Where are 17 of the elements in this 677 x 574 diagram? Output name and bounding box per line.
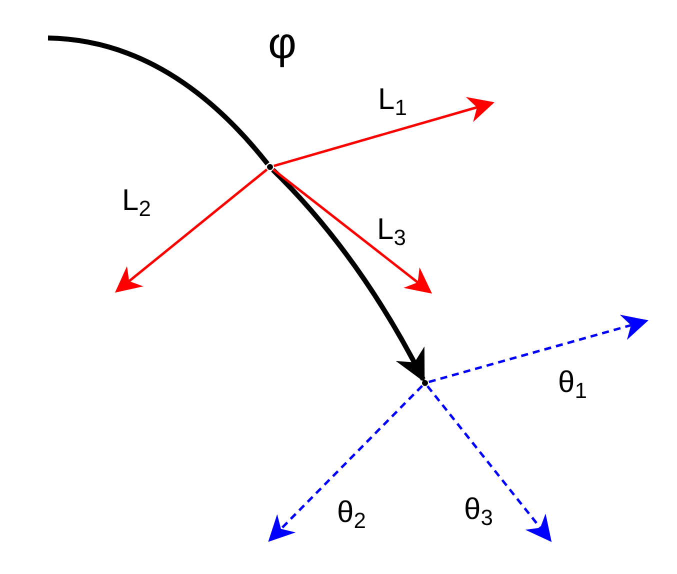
edge-label: L$_{3}$ [377,215,406,249]
dashed-arrow [428,314,648,384]
arrow [114,168,268,293]
edge-label: L$_{2}$ [122,186,151,220]
edge-label: L$_{1}$ [378,85,407,119]
dashed-arrow [268,384,424,542]
arrow [272,168,432,294]
edge-label: φ [268,22,297,66]
junction-point [267,164,273,170]
curve-line [48,36,270,166]
edge-label: θ$_{2}$ [337,498,366,532]
junction-point [422,380,428,386]
edge-label: θ$_{1}$ [558,368,587,402]
arrow [274,97,494,168]
dashed-arrow [426,385,552,542]
arrow [271,168,426,382]
edge-label: θ$_{3}$ [464,495,493,529]
